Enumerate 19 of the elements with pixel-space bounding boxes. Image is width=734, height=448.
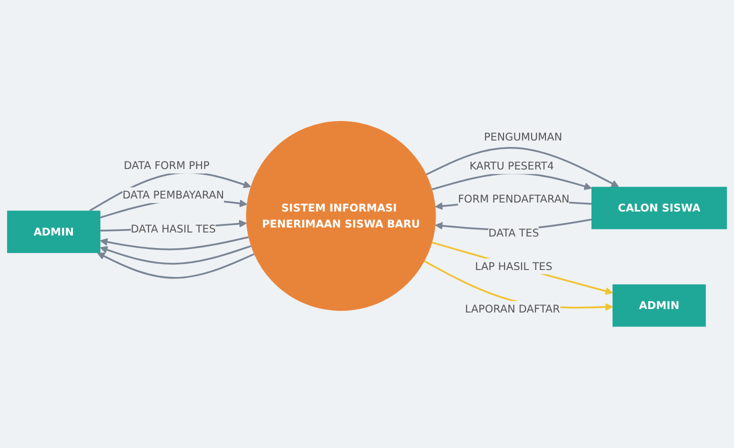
edge-label: FORM PENDAFTARAN (458, 193, 570, 206)
edge-label: PENGUMUMAN (484, 130, 562, 144)
arrow (100, 236, 249, 250)
edge-label: DATA FORM PHP (124, 159, 210, 172)
edge-label: DATA HASIL TES (130, 222, 216, 236)
edge-label: LAPORAN DAFTAR (465, 302, 560, 316)
node-box: ADMIN (612, 284, 706, 327)
node-circle: SISTEM INFORMASI PENERIMAAN SISWA BARU (246, 121, 436, 311)
edge-label: KARTU PESERT4 (470, 160, 554, 172)
arrow (100, 245, 252, 265)
arrow (89, 172, 252, 212)
node-box: ADMIN (7, 210, 100, 254)
edge-label: LAP HASIL TES (474, 260, 552, 273)
edge-label: DATA TES (488, 226, 539, 239)
arrow (432, 242, 613, 295)
arrow (97, 252, 254, 279)
node-box: CALON SISWA (591, 186, 727, 230)
arrow (426, 147, 619, 188)
edge-label: DATA PEMBAYARAN (122, 189, 224, 202)
